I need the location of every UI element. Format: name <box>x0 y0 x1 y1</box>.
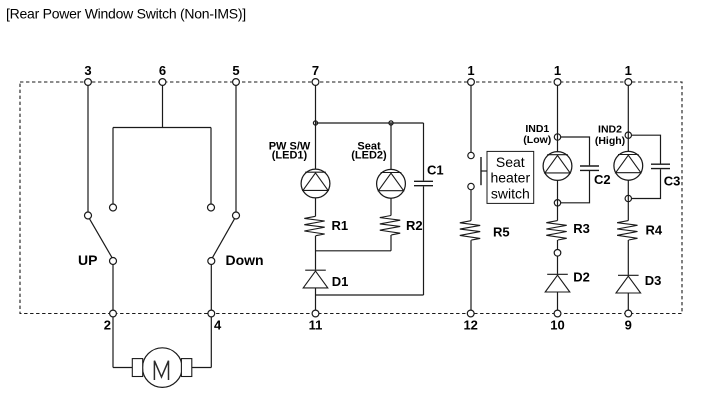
svg-text:4: 4 <box>214 317 222 332</box>
svg-text:(Low): (Low) <box>523 134 551 146</box>
svg-text:1: 1 <box>625 63 632 78</box>
svg-text:2: 2 <box>104 317 111 332</box>
svg-text:12: 12 <box>463 317 477 332</box>
svg-text:IND2: IND2 <box>598 124 622 136</box>
svg-text:R4: R4 <box>646 223 663 238</box>
svg-text:D3: D3 <box>645 273 662 288</box>
svg-text:C2: C2 <box>594 172 611 187</box>
svg-text:D1: D1 <box>332 274 349 289</box>
svg-text:[Rear Power Window Switch (Non: [Rear Power Window Switch (Non-IMS)] <box>6 6 246 22</box>
svg-text:(LED1): (LED1) <box>272 150 308 162</box>
svg-text:C3: C3 <box>664 174 681 189</box>
svg-text:Seat: Seat <box>357 140 381 152</box>
svg-text:R1: R1 <box>332 218 349 233</box>
svg-text:R3: R3 <box>573 221 590 236</box>
svg-text:(High): (High) <box>595 135 625 147</box>
svg-text:10: 10 <box>550 317 564 332</box>
svg-text:(LED2): (LED2) <box>351 150 387 162</box>
svg-text:switch: switch <box>491 186 530 202</box>
svg-text:IND1: IND1 <box>525 123 549 135</box>
svg-text:Down: Down <box>226 252 264 268</box>
svg-text:11: 11 <box>309 317 323 332</box>
svg-text:1: 1 <box>467 63 474 78</box>
svg-text:7: 7 <box>312 63 319 78</box>
svg-text:Seat: Seat <box>496 154 525 170</box>
svg-text:R2: R2 <box>406 218 423 233</box>
svg-text:3: 3 <box>84 63 91 78</box>
svg-text:C1: C1 <box>427 163 444 178</box>
svg-text:9: 9 <box>625 317 632 332</box>
svg-text:UP: UP <box>78 252 97 268</box>
svg-text:6: 6 <box>159 63 166 78</box>
svg-text:R5: R5 <box>493 225 510 240</box>
svg-text:5: 5 <box>232 63 239 78</box>
svg-text:1: 1 <box>554 63 561 78</box>
svg-text:PW S/W: PW S/W <box>269 140 311 152</box>
svg-text:heater: heater <box>490 170 530 186</box>
svg-text:D2: D2 <box>573 270 590 285</box>
